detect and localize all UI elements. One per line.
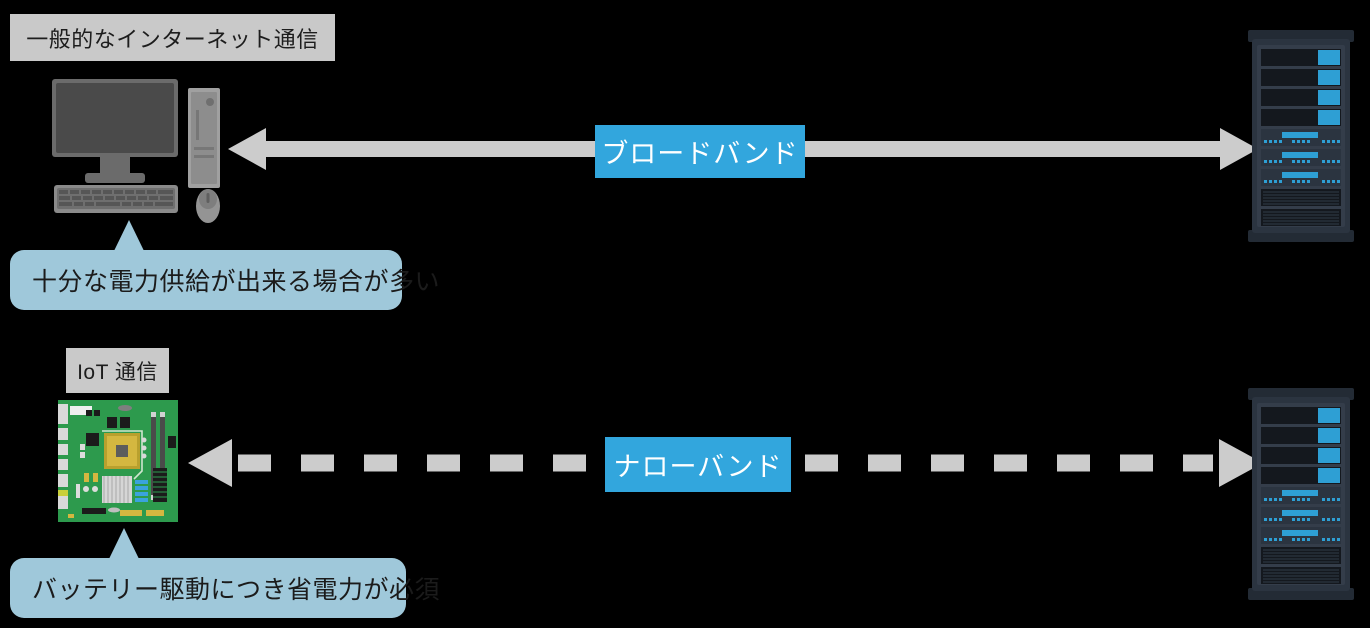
section-header-internet: 一般的なインターネット通信 — [10, 14, 335, 61]
server-rack-icon — [1248, 388, 1354, 600]
narrowband-label: ナローバンド — [605, 437, 791, 492]
server-rack-icon — [1248, 30, 1354, 242]
callout-battery-power: バッテリー駆動につき省電力が必須 — [10, 558, 440, 618]
callout-power-supply: 十分な電力供給が出来る場合が多い — [10, 250, 440, 310]
callout-tail-battery — [108, 528, 140, 561]
motherboard-icon — [58, 400, 178, 522]
callout-tail-power — [113, 220, 145, 253]
narrowband-link-arrow — [188, 432, 1263, 494]
desktop-pc-icon — [30, 75, 240, 230]
broadband-label: ブロードバンド — [595, 125, 805, 178]
section-header-iot: IoT 通信 — [66, 348, 169, 393]
